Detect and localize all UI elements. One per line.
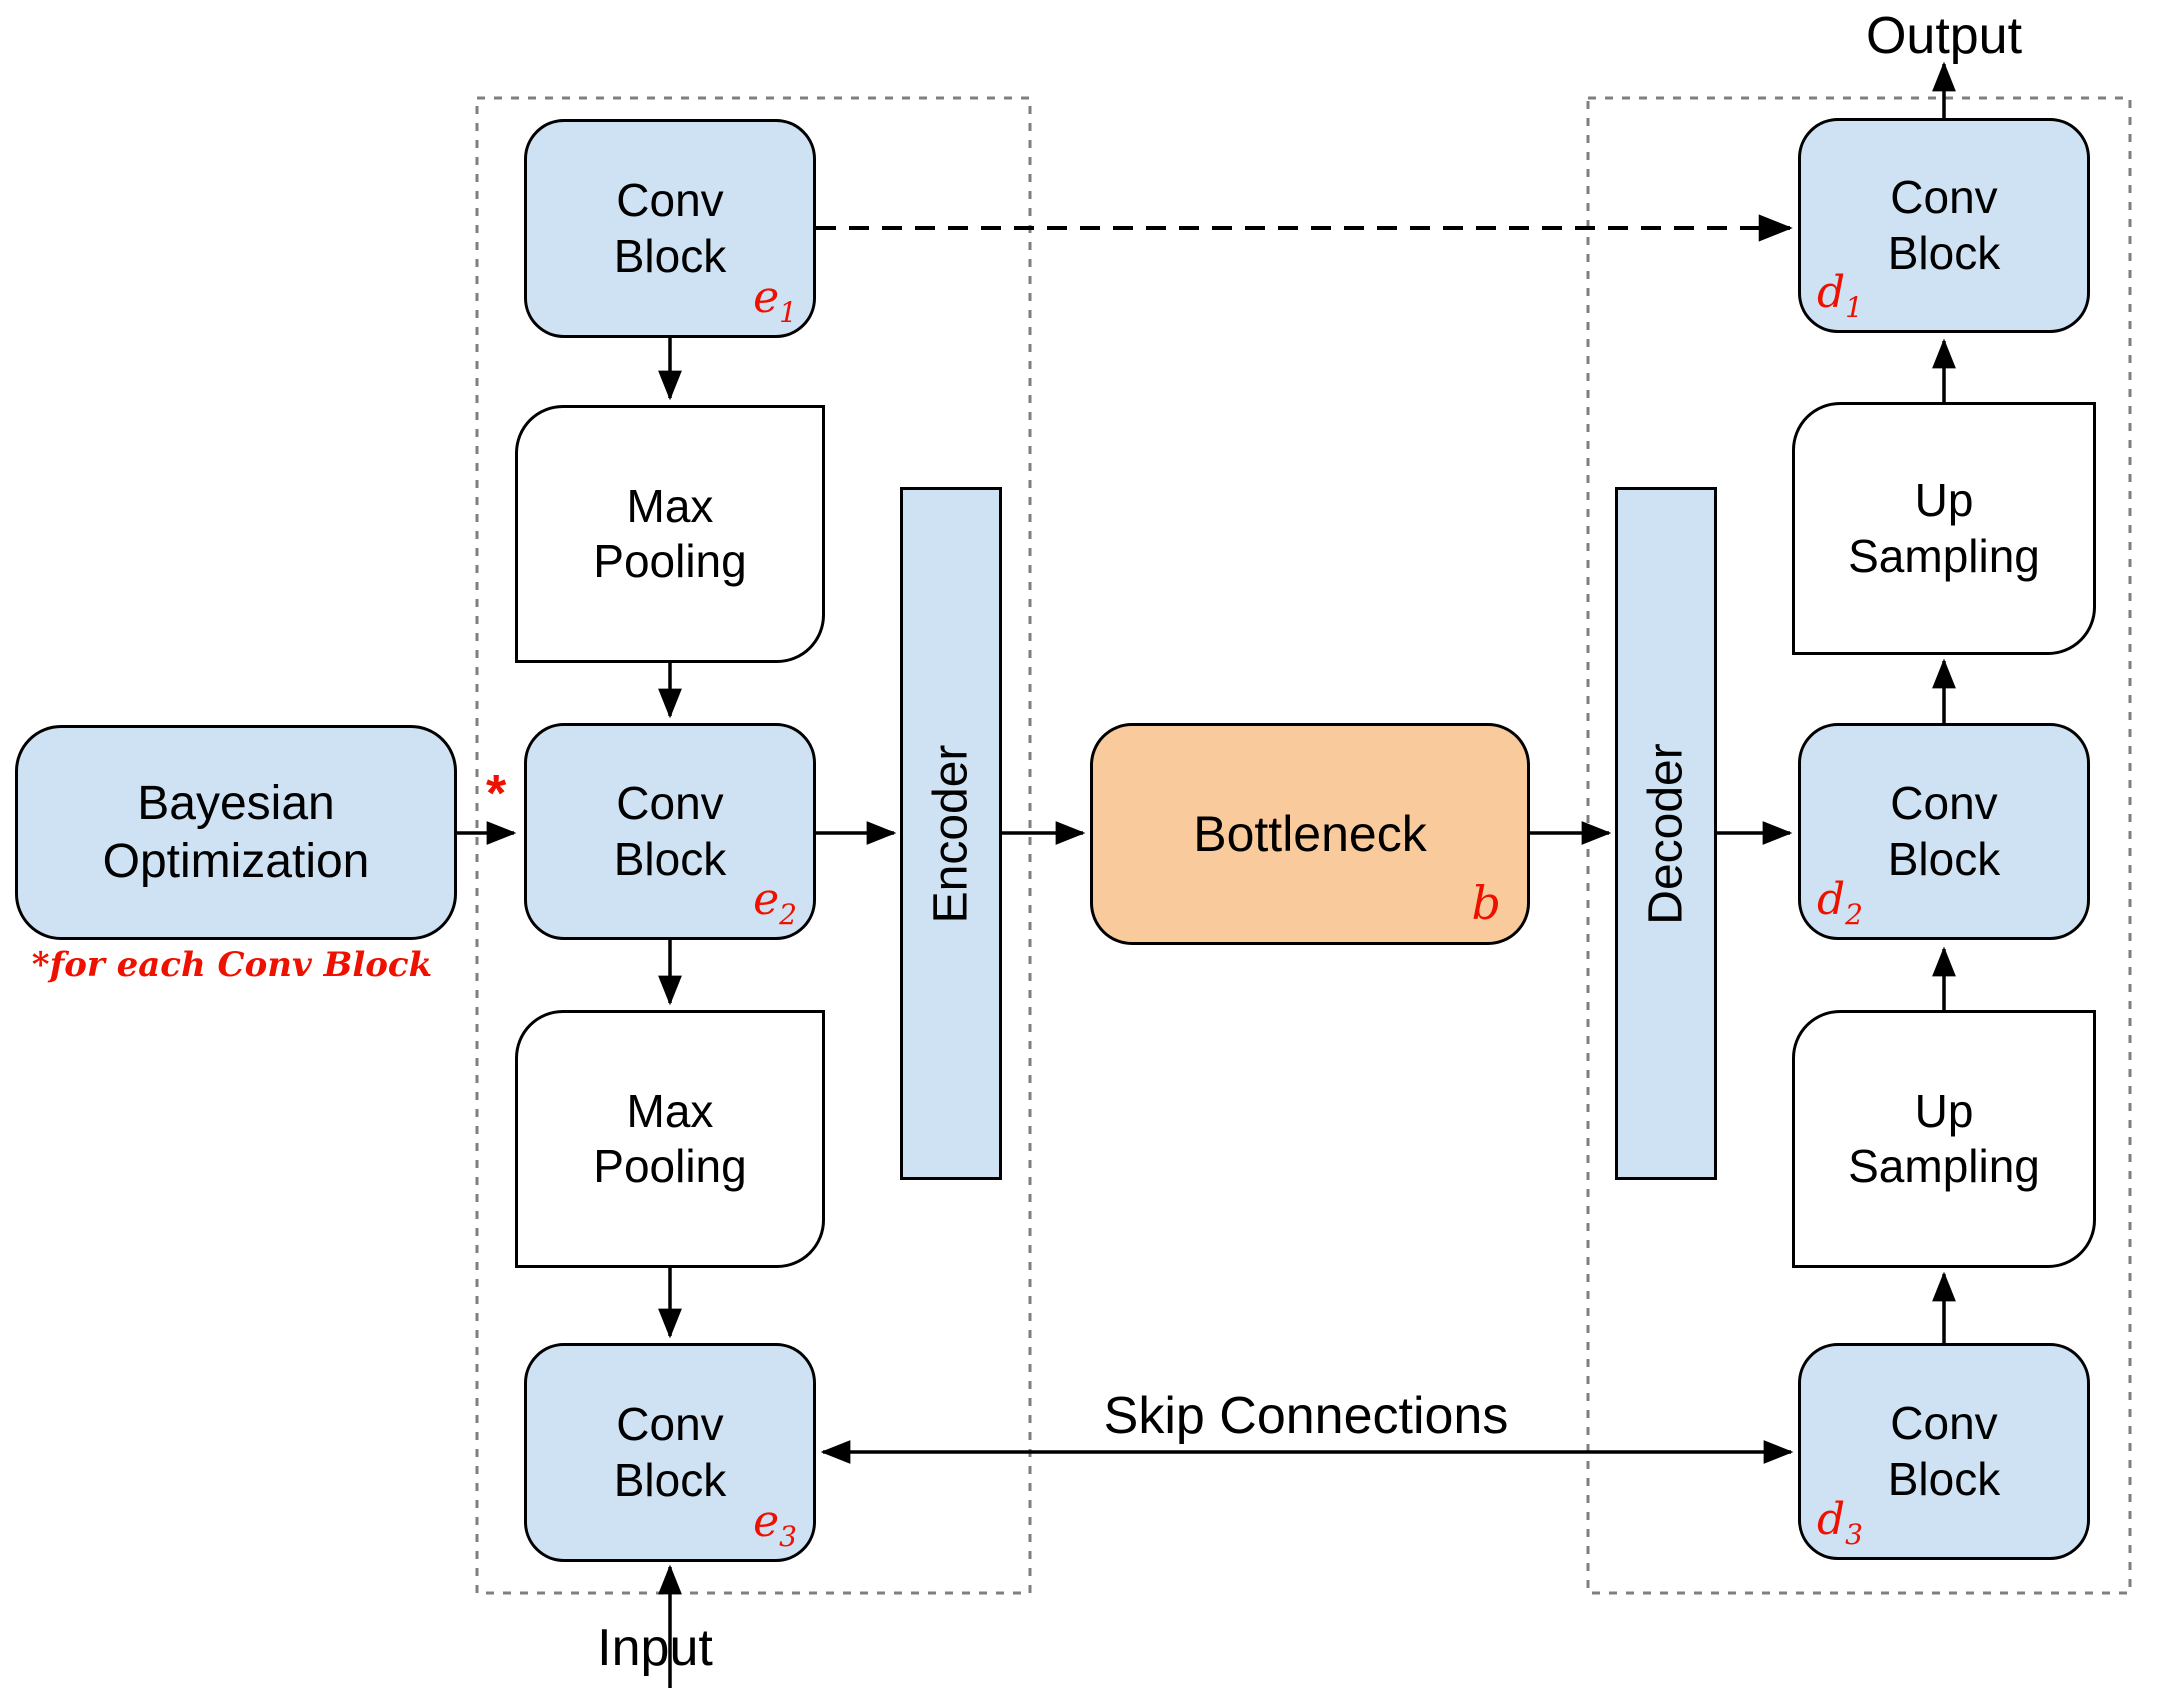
node-decoder-bar: Decoder — [1615, 487, 1717, 1180]
conv-block-label: Conv Block — [1887, 171, 2001, 279]
bayes-footnote: *for each Conv Block — [31, 945, 433, 985]
node-conv-block-e2: Conv Block e2 — [524, 723, 816, 940]
encoder-label: Encoder — [924, 744, 978, 923]
bottleneck-label: Bottleneck — [1193, 806, 1427, 862]
node-bottleneck: Bottleneck b — [1090, 723, 1530, 945]
encoder-group-frame — [475, 96, 1032, 1595]
conv-e2-tag: e2 — [753, 874, 797, 931]
node-conv-block-d1: Conv Block d1 — [1798, 118, 2090, 333]
node-max-pooling-2: Max Pooling — [515, 1010, 825, 1268]
node-conv-block-d2: Conv Block d2 — [1798, 723, 2090, 940]
node-conv-block-d3: Conv Block d3 — [1798, 1343, 2090, 1560]
conv-block-label: Conv Block — [613, 174, 727, 282]
skip-connections-label: Skip Connections — [1103, 1387, 1509, 1445]
input-label: Input — [597, 1619, 713, 1677]
node-conv-block-e3: Conv Block e3 — [524, 1343, 816, 1562]
node-up-sampling-1: Up Sampling — [1792, 402, 2096, 655]
up-sampling-label: Up Sampling — [1848, 474, 2040, 582]
node-up-sampling-2: Up Sampling — [1792, 1010, 2096, 1268]
bottleneck-tag: b — [1471, 875, 1501, 930]
conv-e1-tag: e1 — [753, 272, 797, 329]
node-conv-block-e1: Conv Block e1 — [524, 119, 816, 338]
node-bayesian-optimization: Bayesian Optimization — [15, 725, 457, 940]
conv-d3-tag: d3 — [1817, 1494, 1863, 1551]
bayesian-optimization-label: Bayesian Optimization — [102, 776, 370, 888]
conv-block-label: Conv Block — [1887, 1397, 2001, 1505]
conv-block-label: Conv Block — [613, 1398, 727, 1506]
up-sampling-label: Up Sampling — [1848, 1084, 2040, 1192]
output-label: Output — [1865, 7, 2023, 65]
conv-d1-tag: d1 — [1817, 267, 1863, 324]
conv-block-label: Conv Block — [613, 777, 727, 885]
conv-block-label: Conv Block — [1887, 777, 2001, 885]
max-pooling-label: Max Pooling — [593, 1084, 747, 1192]
node-max-pooling-1: Max Pooling — [515, 405, 825, 663]
asterisk-marker: * — [486, 765, 507, 823]
max-pooling-label: Max Pooling — [593, 479, 747, 587]
node-encoder-bar: Encoder — [900, 487, 1002, 1180]
conv-e3-tag: e3 — [753, 1496, 797, 1553]
conv-d2-tag: d2 — [1817, 874, 1863, 931]
decoder-label: Decoder — [1639, 742, 1693, 925]
